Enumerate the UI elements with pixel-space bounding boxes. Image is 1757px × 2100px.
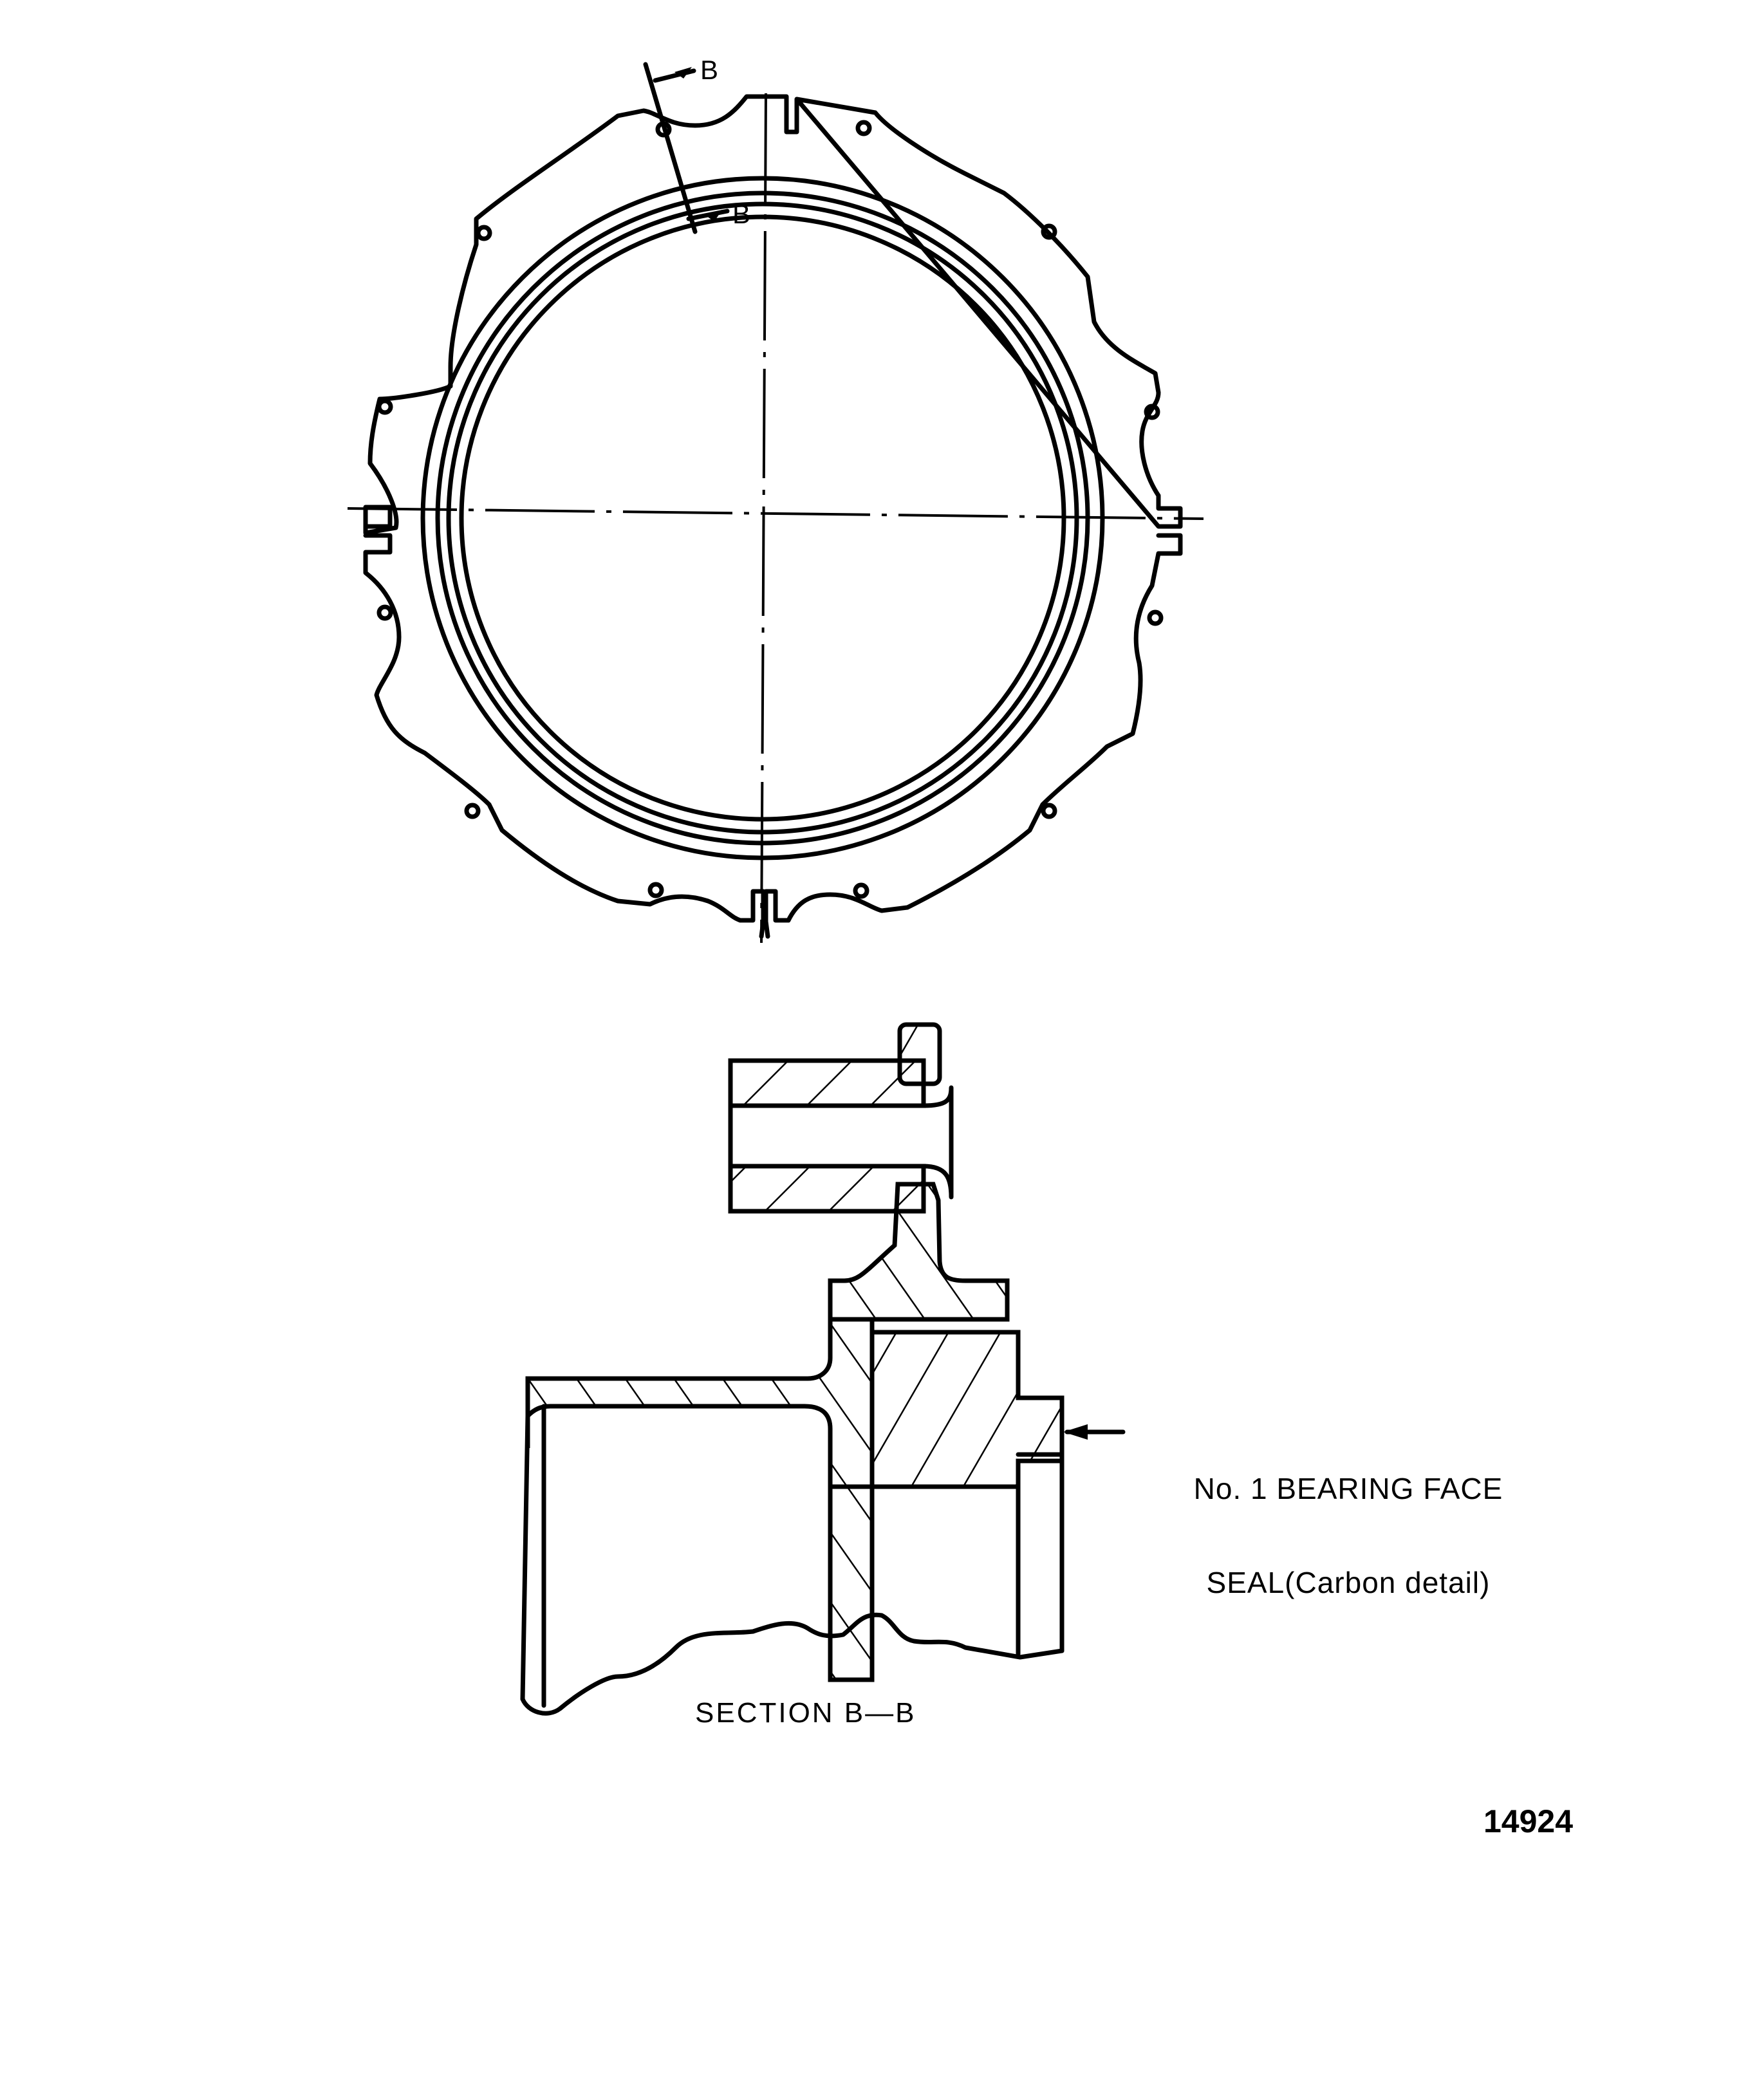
cutting-plane-label-top: B (700, 55, 719, 85)
seal-lower-body (828, 1458, 1064, 1657)
housing-stem (828, 1182, 1010, 1322)
horizontal-centerline (347, 507, 1204, 520)
section-title: SECTION B—B (695, 1697, 916, 1729)
bushing-lower-wall (728, 1164, 926, 1214)
section-view (520, 1022, 1126, 1716)
retaining-ring (897, 1022, 942, 1086)
cutting-plane-b-b (643, 62, 730, 234)
housing-sleeve (525, 1317, 875, 1682)
break-line (520, 1612, 1064, 1716)
bushing-upper-wall (728, 1058, 926, 1108)
ring-view (347, 62, 1204, 943)
vertical-centerline (760, 93, 767, 943)
cutting-plane-label-bottom: B (732, 199, 751, 229)
callout-line-1: No. 1 BEARING FACE (1193, 1472, 1503, 1505)
figure-number: 14924 (1483, 1803, 1574, 1839)
bolt-holes (376, 120, 1164, 899)
callout-arrow (1063, 1424, 1126, 1440)
sleeve-lower-body (520, 1404, 546, 1708)
carbon-seal (869, 1330, 1064, 1489)
bearing-seal-callout: No. 1 BEARING FACE SEAL(Carbon detail) (1130, 1415, 1567, 1627)
flange-outline (363, 94, 1183, 939)
callout-line-2: SEAL(Carbon detail) (1206, 1566, 1491, 1599)
